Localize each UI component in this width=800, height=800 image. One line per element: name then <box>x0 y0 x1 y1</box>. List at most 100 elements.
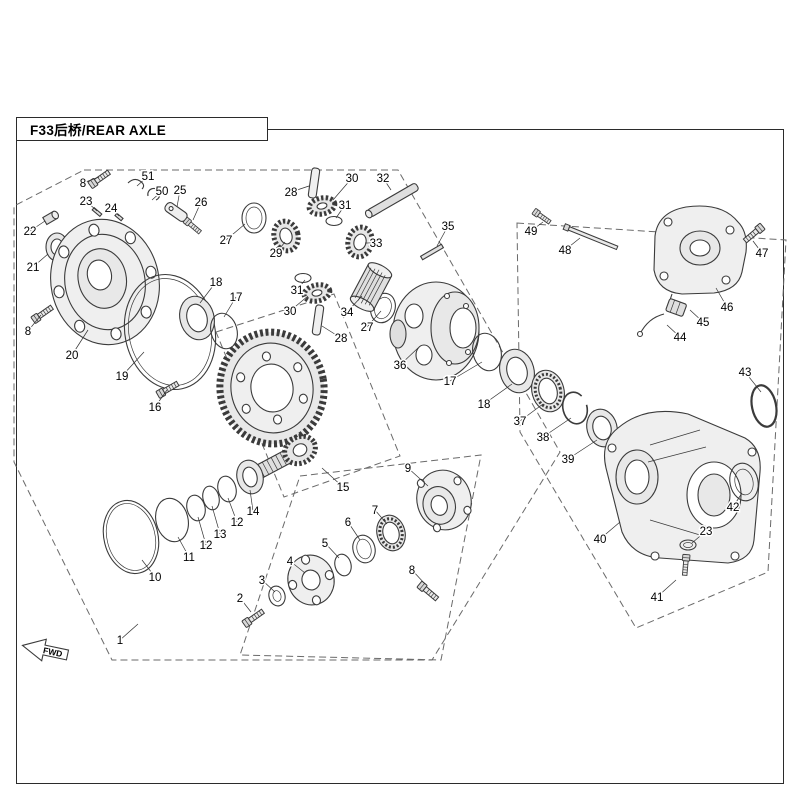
drain-washer <box>679 539 697 551</box>
leader-line <box>177 536 190 558</box>
bearing-carrier <box>416 469 472 533</box>
hub-bearing <box>376 514 406 552</box>
input-shaft <box>364 183 419 219</box>
leader-line <box>192 201 202 221</box>
part-number-label: 27 <box>220 235 233 247</box>
flange-bolt-left <box>30 303 55 325</box>
leader-line <box>29 220 46 232</box>
part-number-label: 13 <box>214 529 227 541</box>
drain-plug <box>680 553 691 577</box>
part-number-label: 10 <box>149 572 162 584</box>
leader-line <box>227 497 238 523</box>
part-number-label: 50 <box>156 186 169 198</box>
vent-plug <box>42 210 60 226</box>
housing-gasket <box>102 499 160 575</box>
part-number-label: 32 <box>377 173 390 185</box>
ball-bearing <box>531 369 565 413</box>
ring-gear <box>216 328 328 448</box>
leader-line <box>119 623 139 641</box>
fwd-label: FWD <box>42 645 63 659</box>
part-number-label: 47 <box>756 248 769 260</box>
part-number-label: 51 <box>142 171 155 183</box>
pinion-gear <box>253 433 318 480</box>
part-number-label: 14 <box>247 506 260 518</box>
leader-line <box>530 221 544 232</box>
part-number-label: 8 <box>409 565 415 577</box>
part-number-label: 22 <box>24 226 37 238</box>
leader-line <box>290 185 310 193</box>
leader-line <box>483 383 513 405</box>
roll-pin <box>419 243 445 261</box>
leader-line <box>382 177 392 191</box>
part-number-label: 28 <box>285 187 298 199</box>
leader-line <box>296 279 306 291</box>
thrust-washer-top <box>325 215 343 227</box>
bracket-bolt <box>182 216 203 236</box>
leader-line <box>223 296 237 318</box>
part-number-label: 15 <box>337 482 350 494</box>
part-number-label: 35 <box>442 221 455 233</box>
part-number-label: 27 <box>361 322 374 334</box>
diagram-title: F33后桥/REAR AXLE <box>30 123 167 138</box>
part-number-label: 19 <box>116 371 129 383</box>
cover-bolt <box>87 168 112 190</box>
connector-plug <box>665 298 687 317</box>
part-number-label: 37 <box>514 416 527 428</box>
part-number-label: 18 <box>210 277 223 289</box>
part-number-label: 24 <box>105 203 118 215</box>
part-number-label: 36 <box>394 360 407 372</box>
part-number-label: 39 <box>562 454 575 466</box>
part-number-label: 38 <box>537 432 550 444</box>
leader-line <box>121 351 145 377</box>
side-gear-bottom <box>301 282 333 304</box>
part-number-label: 28 <box>335 333 348 345</box>
leader-line <box>141 559 156 578</box>
seal-ring <box>352 534 376 564</box>
part-number-label: 45 <box>697 317 710 329</box>
leader-line <box>275 241 286 254</box>
part-number-label: 7 <box>372 505 378 517</box>
leader-line <box>599 521 621 540</box>
leader-line <box>249 489 254 512</box>
part-number-label: 11 <box>183 552 195 564</box>
gearcase-housing <box>603 411 761 564</box>
part-number-label: 25 <box>174 185 187 197</box>
retainer-clip <box>127 178 145 190</box>
output-seal <box>729 462 759 502</box>
long-stud <box>562 223 619 251</box>
part-number-label: 43 <box>739 367 752 379</box>
taper-bearing-left <box>179 295 215 341</box>
leader-line <box>261 579 276 593</box>
leader-line <box>32 253 49 268</box>
leader-line <box>110 207 120 217</box>
actuator-cover <box>653 205 747 307</box>
part-number-label: 8 <box>25 326 31 338</box>
part-number-label: 17 <box>444 376 457 388</box>
part-number-label: 16 <box>149 402 162 414</box>
part-number-label: 5 <box>322 538 328 550</box>
leader-line <box>324 542 340 559</box>
shim-ring-left <box>210 312 238 350</box>
leader-line <box>71 329 89 356</box>
o-ring <box>750 384 778 428</box>
part-number-label: 6 <box>345 517 351 529</box>
leader-line <box>289 560 306 574</box>
shim-b <box>202 485 220 511</box>
part-number-label: 29 <box>270 248 283 260</box>
part-number-label: 23 <box>80 196 93 208</box>
leader-line <box>347 521 361 541</box>
part-number-label: 31 <box>291 285 304 297</box>
leader-line <box>151 190 163 201</box>
leader-line <box>82 176 100 184</box>
spider-pin-bottom <box>311 304 325 336</box>
leader-line <box>136 175 149 187</box>
part-number-label: 48 <box>559 245 572 257</box>
leader-line <box>239 597 252 613</box>
spider-pin-top <box>307 167 321 199</box>
rear-cover <box>50 218 160 346</box>
leader-line <box>225 223 246 241</box>
dust-ring <box>334 553 352 577</box>
leader-line <box>436 225 449 247</box>
